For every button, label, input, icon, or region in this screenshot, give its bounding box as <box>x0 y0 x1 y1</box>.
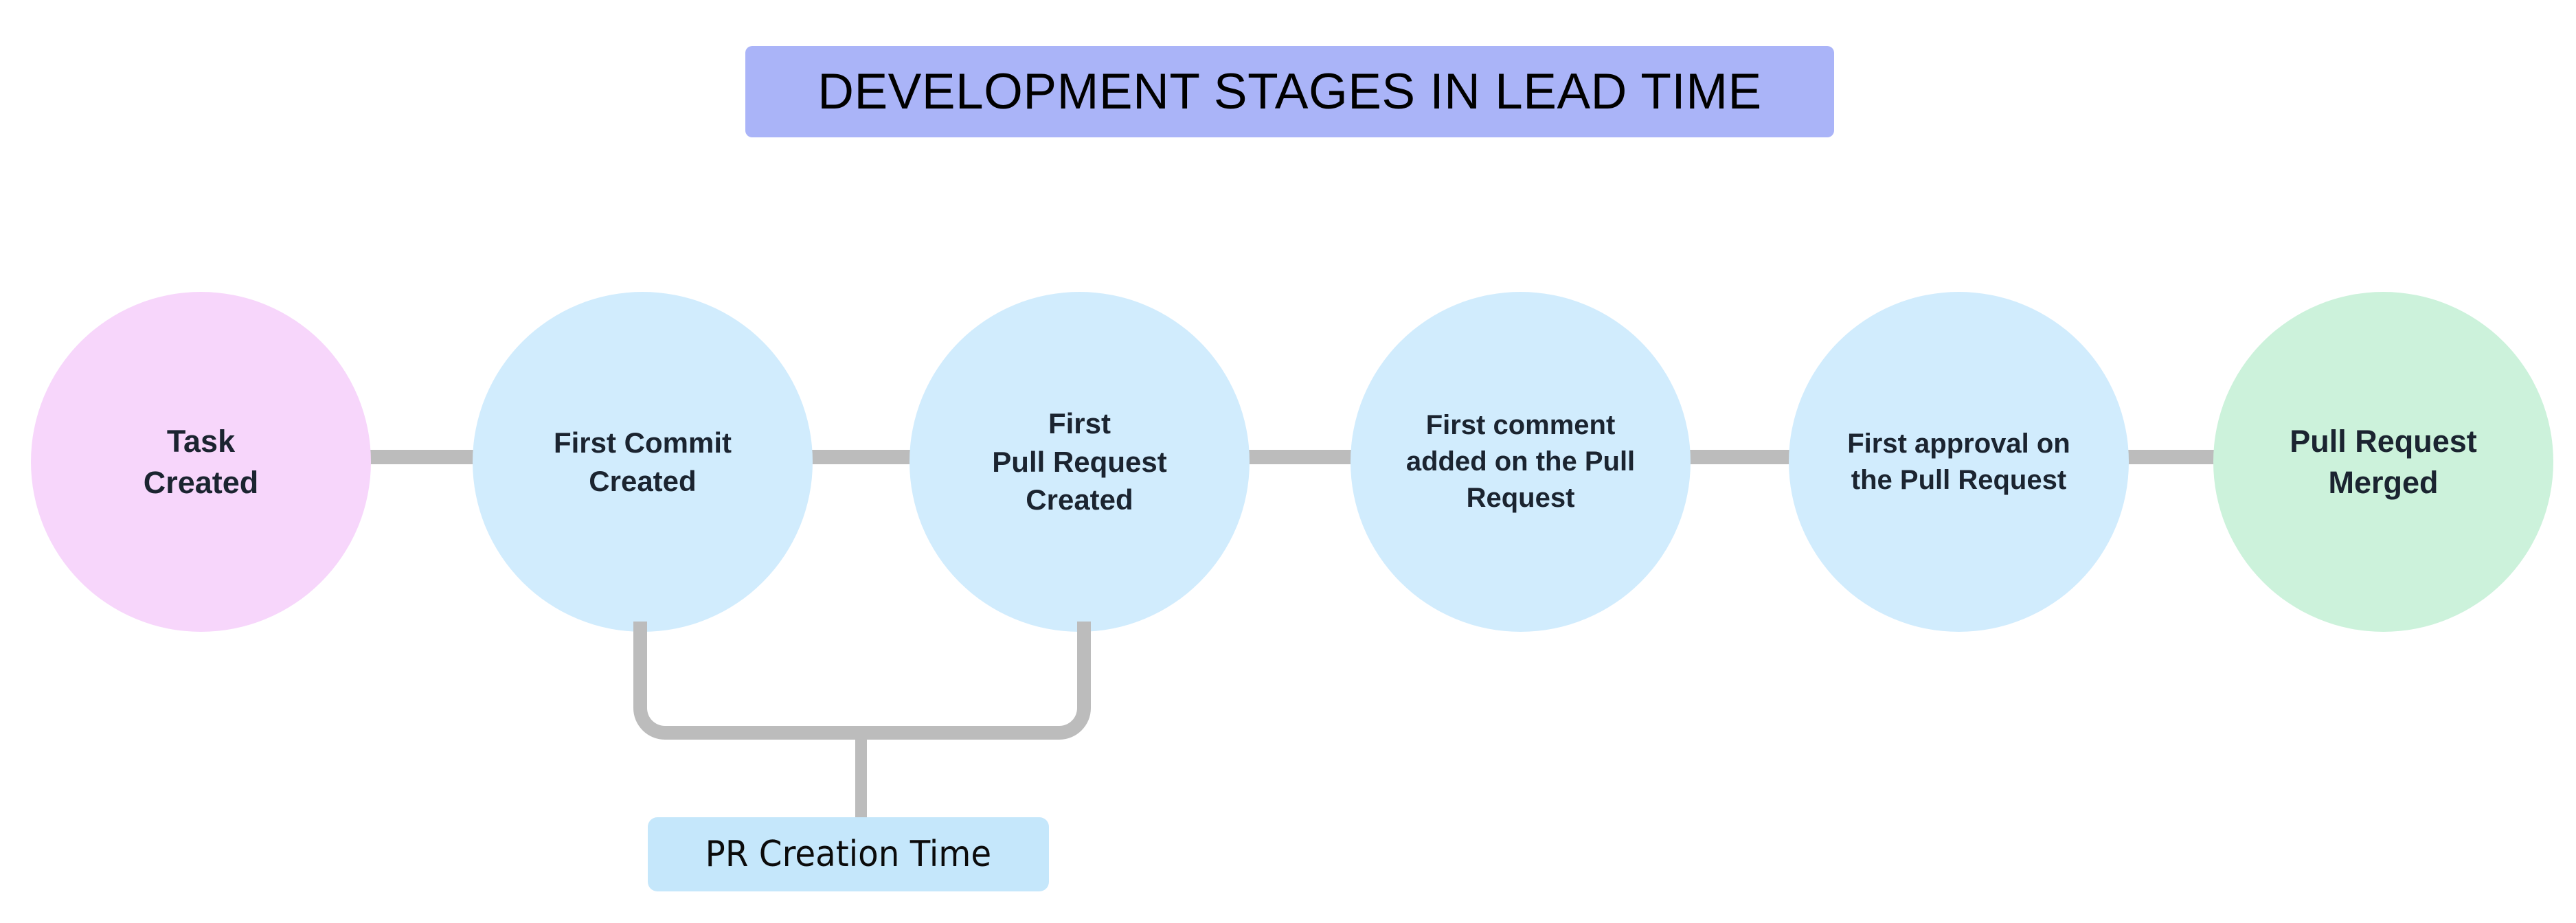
stage-label-first-comment-added: First comment added on the Pull Request <box>1405 410 1636 513</box>
stage-node-first-pull-request-created[interactable]: First Pull Request Created <box>909 292 1250 632</box>
annotation-label-text: PR Creation Time <box>705 834 992 875</box>
connector-5-6 <box>2120 450 2244 464</box>
connector-4-5 <box>1682 450 1805 464</box>
annotation-bracket-stem <box>855 726 867 822</box>
page-title: DEVELOPMENT STAGES IN LEAD TIME <box>817 64 1762 119</box>
stage-node-first-approval[interactable]: First approval on the Pull Request <box>1789 292 2129 632</box>
diagram-title-banner: DEVELOPMENT STAGES IN LEAD TIME <box>745 46 1834 137</box>
stage-label-first-pull-request-created: First Pull Request Created <box>992 407 1167 516</box>
annotation-label-box[interactable]: PR Creation Time <box>648 817 1049 891</box>
stage-node-first-comment-added[interactable]: First comment added on the Pull Request <box>1351 292 1691 632</box>
connector-1-2 <box>363 450 493 464</box>
stage-label-pull-request-merged: Pull Request Merged <box>2290 424 2477 500</box>
annotation-bracket <box>633 622 1091 740</box>
stage-node-first-commit-created[interactable]: First Commit Created <box>473 292 813 632</box>
connector-3-4 <box>1241 450 1364 464</box>
stage-label-first-commit-created: First Commit Created <box>553 426 732 497</box>
connector-2-3 <box>804 450 927 464</box>
stage-node-pull-request-merged[interactable]: Pull Request Merged <box>2213 292 2553 632</box>
stage-label-first-approval: First approval on the Pull Request <box>1847 428 2070 495</box>
stage-label-task-created: Task Created <box>143 424 259 500</box>
stage-node-task-created[interactable]: Task Created <box>31 292 371 632</box>
